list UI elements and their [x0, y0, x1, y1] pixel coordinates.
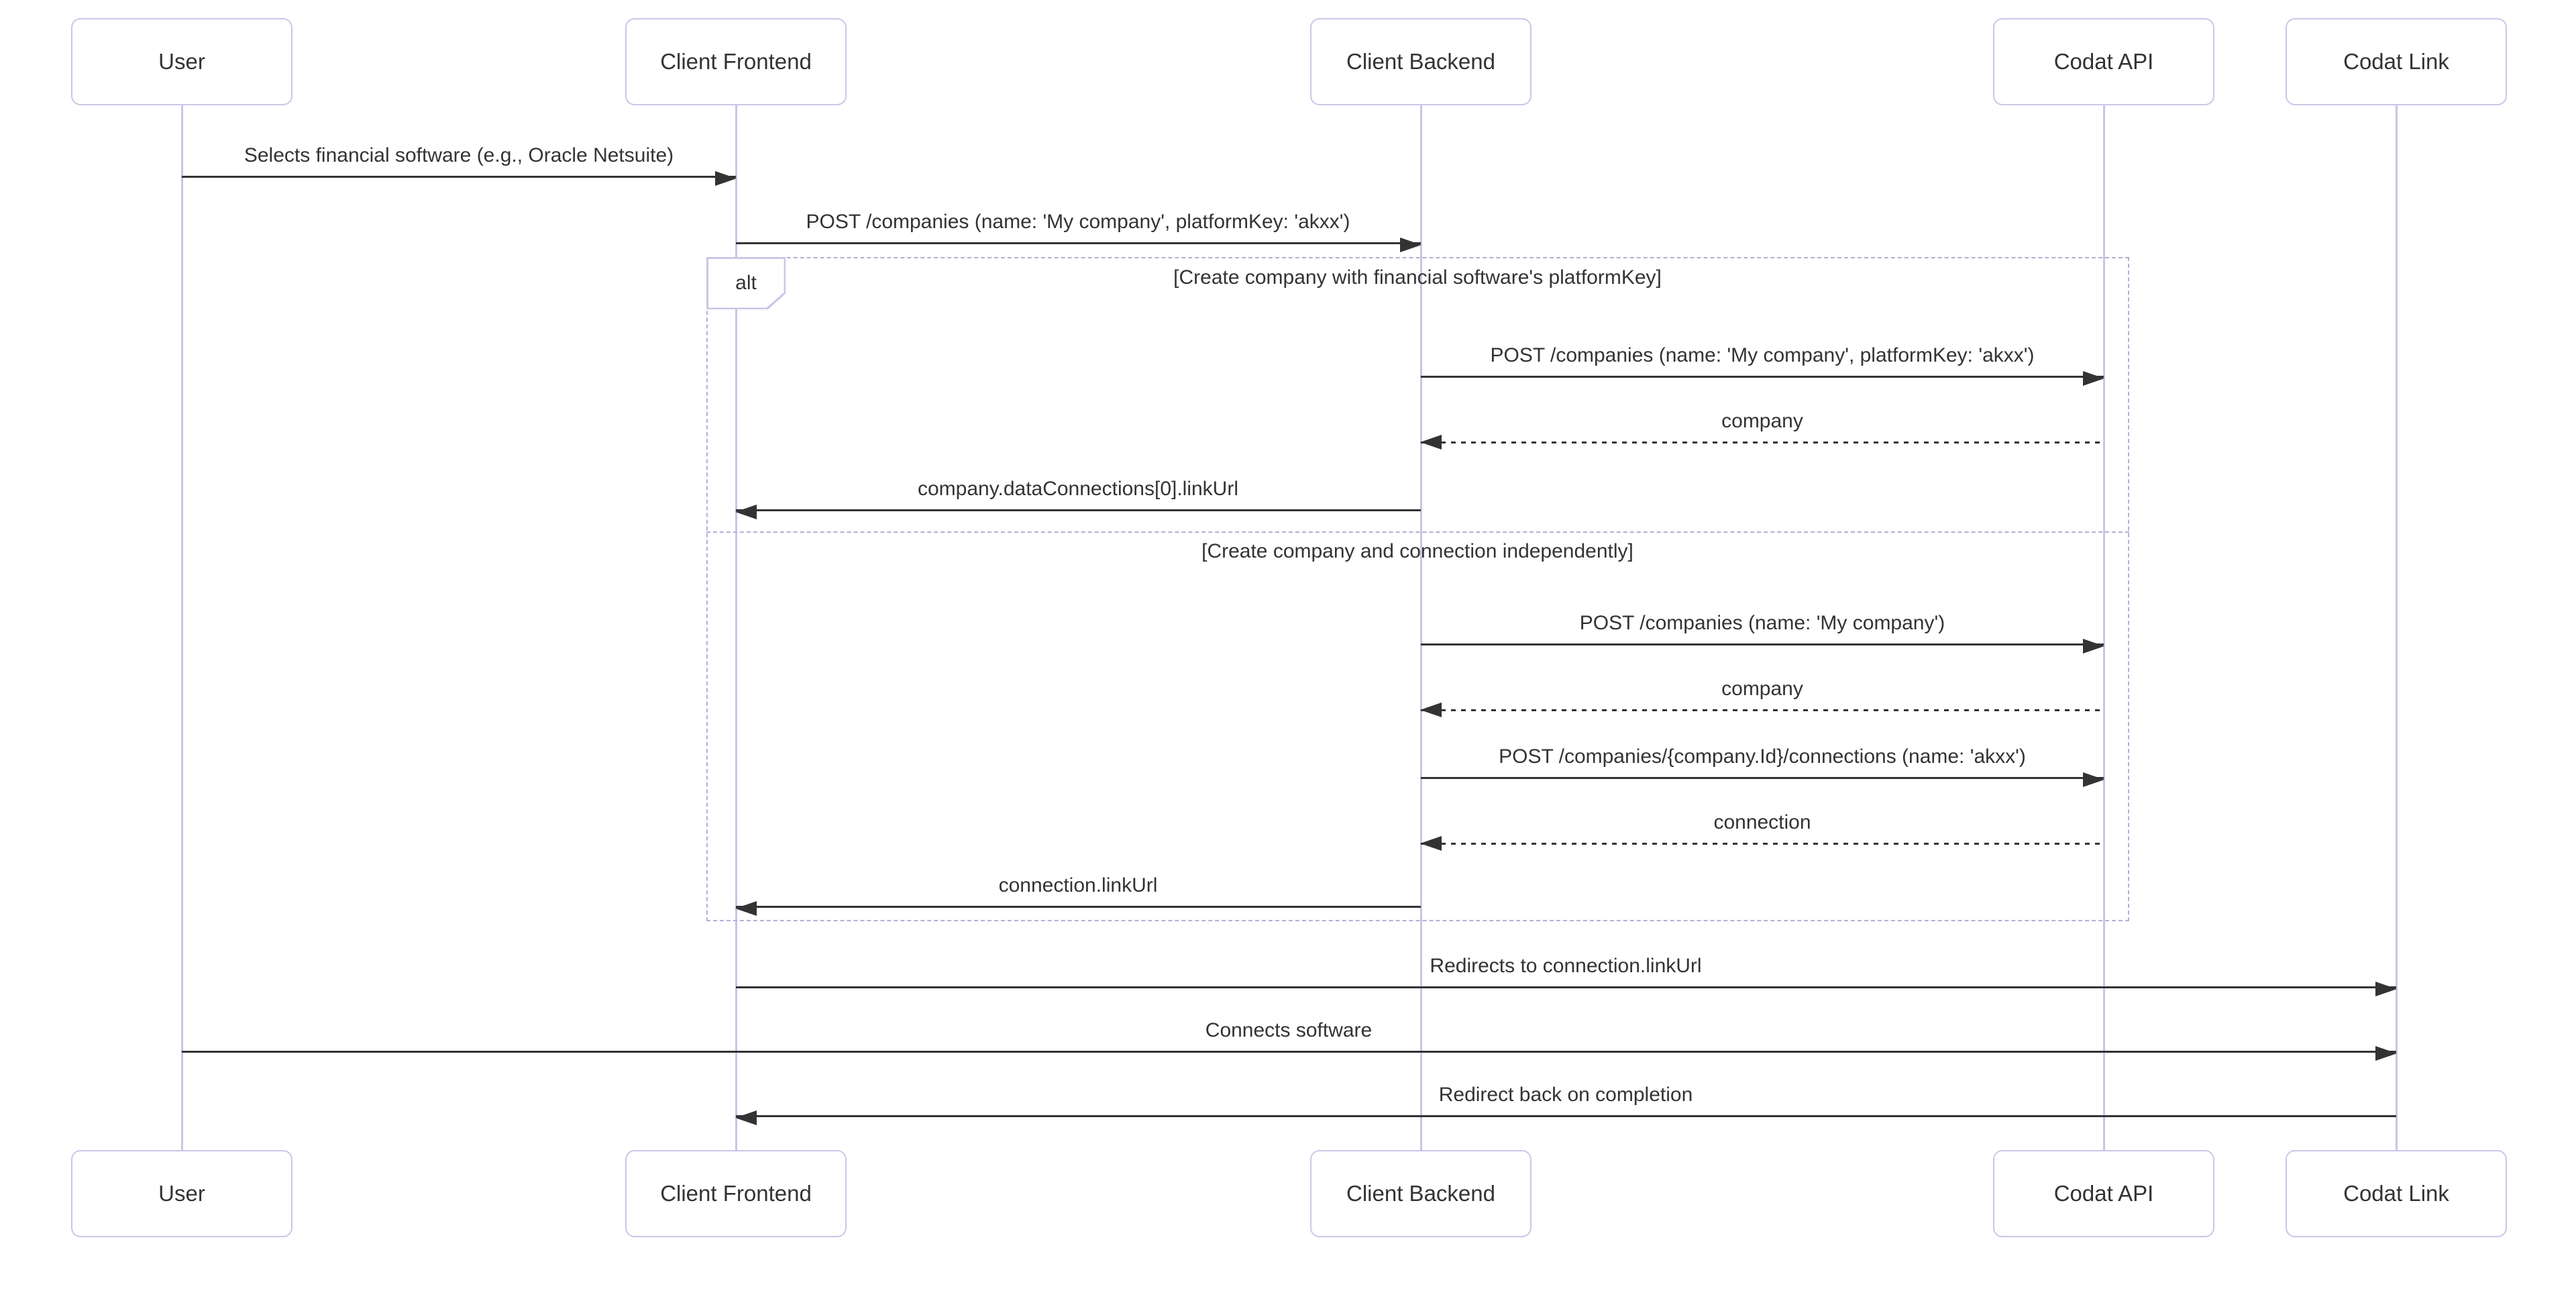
alt-section-title: [Create company with financial software'… [1173, 266, 1662, 289]
actor-client-frontend-top: Client Frontend [625, 18, 847, 105]
message-label: Selects financial software (e.g., Oracle… [239, 143, 678, 168]
arrowhead-left-icon [735, 901, 757, 916]
message-label: connection [1709, 810, 1815, 835]
arrowhead-right-icon [715, 171, 737, 186]
lifeline-codat-api [2103, 105, 2105, 1150]
message-label: POST /companies (name: 'My company', pla… [802, 209, 1354, 235]
message-label: POST /companies/{company.Id}/connections… [1495, 744, 2030, 770]
actor-user-top: User [71, 18, 292, 105]
arrowhead-right-icon [2375, 1046, 2397, 1061]
actor-codat-api-bottom: Codat API [1993, 1150, 2214, 1237]
message-arrow [1421, 639, 2104, 654]
message-arrow [1420, 836, 2104, 851]
arrowhead-right-icon [1400, 238, 1421, 252]
lifeline-user [181, 105, 183, 1150]
actor-label: Codat API [2053, 1181, 2154, 1206]
message-arrow [736, 982, 2397, 996]
actor-codat-link-top: Codat Link [2286, 18, 2507, 105]
actor-label: Client Frontend [660, 1181, 812, 1206]
actor-client-frontend-bottom: Client Frontend [625, 1150, 847, 1237]
message-arrow [735, 505, 1421, 519]
message-arrow [1420, 435, 2104, 450]
actor-label: User [158, 49, 205, 74]
message-arrow [735, 901, 1421, 916]
alt-section-title: [Create company and connection independe… [1201, 540, 1633, 562]
message-label: POST /companies (name: 'My company') [1575, 611, 1949, 636]
actor-label: Client Backend [1346, 1181, 1495, 1206]
lifeline-client-backend [1420, 105, 1422, 1150]
alt-label-text: alt [708, 258, 784, 308]
message-label: Connects software [1201, 1018, 1377, 1043]
message-arrow [735, 1110, 2396, 1125]
actor-label: Client Backend [1346, 49, 1495, 74]
actor-client-backend-bottom: Client Backend [1310, 1150, 1532, 1237]
arrowhead-right-icon [2083, 639, 2104, 654]
message-arrow [182, 171, 737, 186]
actor-label: Codat API [2053, 49, 2154, 74]
message-label: POST /companies (name: 'My company', pla… [1486, 343, 2039, 368]
message-arrow [736, 238, 1421, 252]
alt-frame [706, 257, 2129, 921]
arrowhead-left-icon [735, 1110, 757, 1125]
message-arrow [1421, 772, 2104, 787]
arrowhead-right-icon [2375, 982, 2397, 996]
message-label: Redirects to connection.linkUrl [1426, 953, 1706, 979]
arrowhead-left-icon [1420, 836, 1442, 851]
alt-operator-label: alt [706, 257, 786, 309]
arrowhead-left-icon [1420, 703, 1442, 717]
actor-codat-link-bottom: Codat Link [2286, 1150, 2507, 1237]
actor-label: Client Frontend [660, 49, 812, 74]
arrowhead-right-icon [2083, 772, 2104, 787]
message-label: connection.linkUrl [994, 873, 1162, 898]
message-arrow [182, 1046, 2397, 1061]
message-label: company [1717, 676, 1807, 702]
arrowhead-left-icon [1420, 435, 1442, 450]
message-label: Redirect back on completion [1434, 1082, 1697, 1108]
actor-codat-api-top: Codat API [1993, 18, 2214, 105]
actor-client-backend-top: Client Backend [1310, 18, 1532, 105]
actor-user-bottom: User [71, 1150, 292, 1237]
arrowhead-left-icon [735, 505, 757, 519]
message-arrow [1421, 371, 2104, 386]
actor-label: Codat Link [2343, 1181, 2449, 1206]
lifeline-client-frontend [735, 105, 737, 1150]
actor-label: Codat Link [2343, 49, 2449, 74]
message-label: company.dataConnections[0].linkUrl [913, 476, 1243, 502]
message-arrow [1420, 703, 2104, 717]
arrowhead-right-icon [2083, 371, 2104, 386]
alt-else-divider [706, 531, 2129, 533]
message-label: company [1717, 409, 1807, 434]
actor-label: User [158, 1181, 205, 1206]
lifeline-codat-link [2396, 105, 2398, 1150]
